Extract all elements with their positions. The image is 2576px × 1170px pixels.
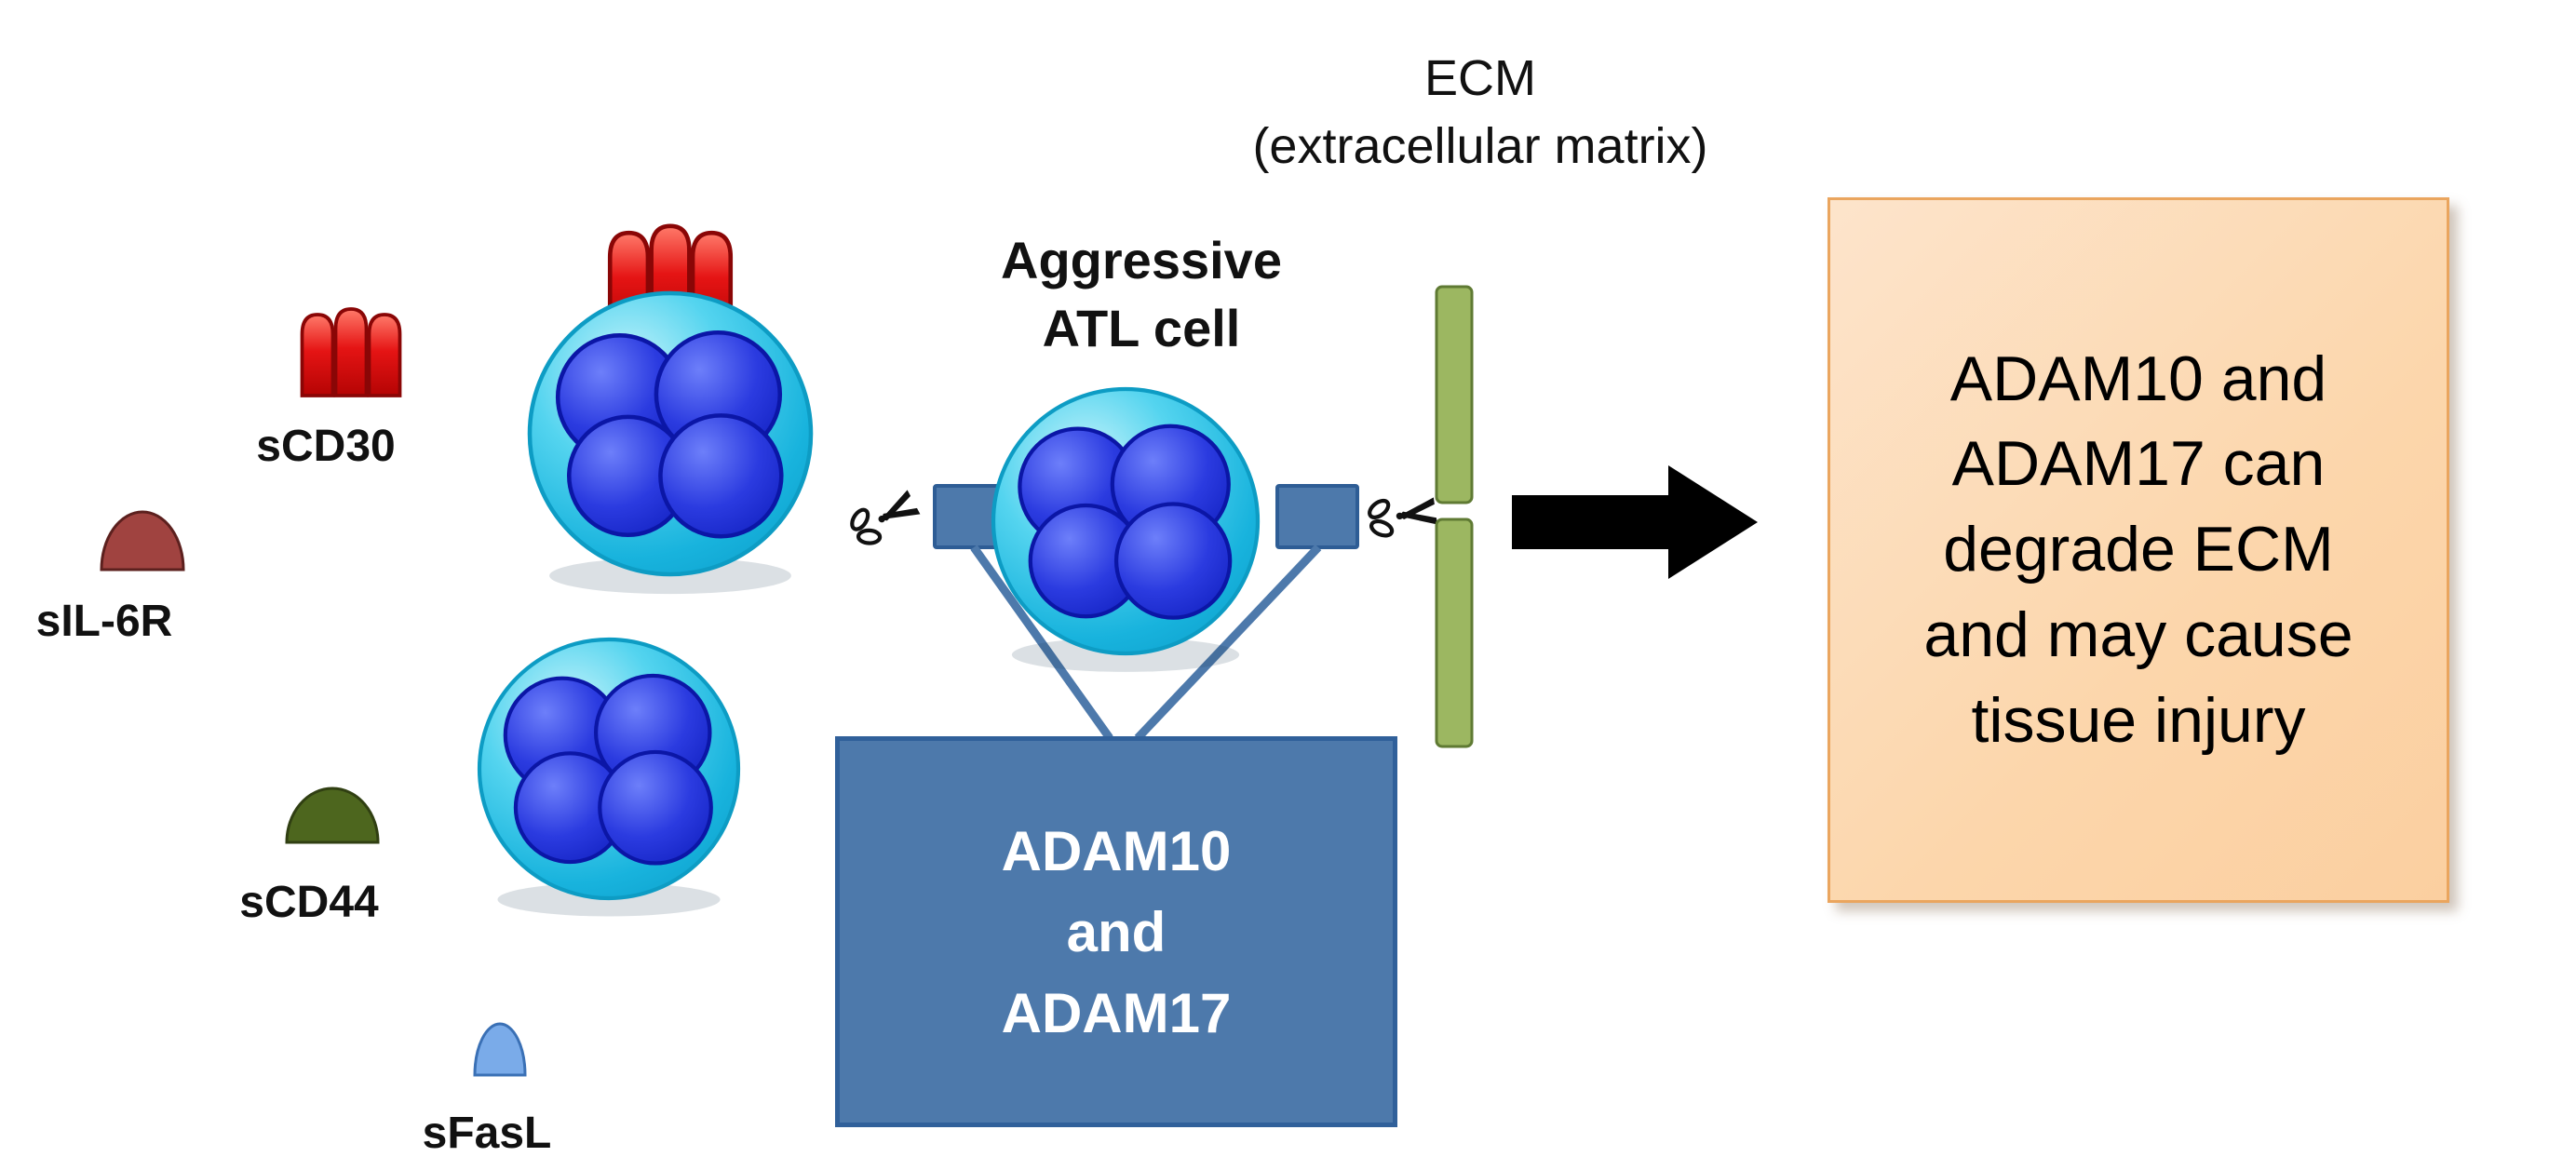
scd30-label: sCD30 xyxy=(256,422,396,471)
scissors-icon-left xyxy=(843,484,924,553)
scd44-molecule xyxy=(285,787,380,844)
scd30-molecule xyxy=(300,307,402,397)
black-arrow xyxy=(1512,465,1758,579)
aggressive-heading-line2: ATL cell xyxy=(1042,298,1241,357)
scd44-label: sCD44 xyxy=(239,878,379,927)
sil6r-label: sIL-6R xyxy=(35,597,173,646)
conclusion-line2: ADAM17 can xyxy=(1951,428,2326,500)
aggressive-atl-cell-heading: Aggressive ATL cell xyxy=(1001,227,1282,363)
adam-protease-right xyxy=(1275,484,1359,549)
conclusion-box: ADAM10 and ADAM17 can degrade ECM and ma… xyxy=(1827,197,2449,903)
connector-line-left xyxy=(970,545,1113,741)
adam-box-line2: and xyxy=(1066,900,1167,963)
aggressive-heading-line1: Aggressive xyxy=(1001,231,1282,289)
connector-line-right xyxy=(1134,544,1322,742)
atl-cell-top-left xyxy=(530,293,811,594)
conclusion-line1: ADAM10 and xyxy=(1949,343,2327,414)
sfasl-label: sFasL xyxy=(422,1109,552,1158)
scissors-icon-right xyxy=(1365,491,1438,541)
adam-box: ADAM10 and ADAM17 xyxy=(835,736,1397,1127)
conclusion-line4: and may cause xyxy=(1923,598,2353,670)
adam-box-line3: ADAM17 xyxy=(1001,981,1232,1044)
ecm-bar-bottom xyxy=(1435,518,1474,748)
ecm-heading-line1: ECM xyxy=(1424,50,1536,106)
ecm-heading: ECM (extracellular matrix) xyxy=(1252,45,1707,181)
sfasl-molecule xyxy=(473,1022,527,1077)
ecm-bar-top xyxy=(1435,285,1474,504)
sil6r-molecule xyxy=(100,510,185,572)
conclusion-line3: degrade ECM xyxy=(1943,514,2334,585)
conclusion-line5: tissue injury xyxy=(1971,684,2306,756)
ecm-heading-line2: (extracellular matrix) xyxy=(1252,117,1708,174)
adam-box-line1: ADAM10 xyxy=(1001,819,1232,882)
atl-cell-bottom-left xyxy=(479,639,738,916)
